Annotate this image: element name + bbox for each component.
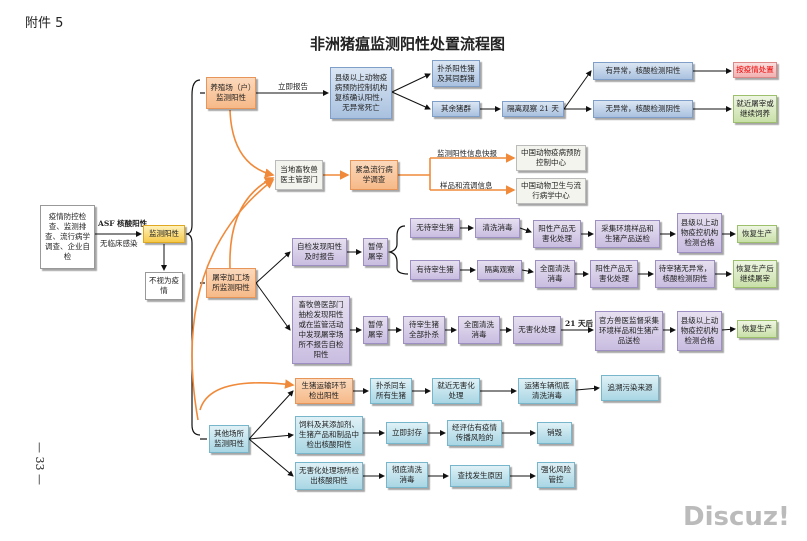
sample-box: 采集环境样品和生猪产品送检 [595,220,660,248]
pause2-box: 暂停屠宰 [363,316,388,344]
county-confirm-box: 县级以上动物疫病预防控制机构复核确认阳性，无异常死亡 [330,67,392,119]
asf-positive-label: ASF 核酸阳性 [98,219,148,228]
plant-clean-box: 彻底清洗消毒 [386,462,428,488]
inspection-found-box: 畜牧兽医部门抽检发现阳性或在监管活动中发现屠宰场所不报告自检阳性 [292,296,350,364]
trace-source-box: 追溯污染来源 [601,375,659,401]
watermark: Discuz! [683,502,790,532]
transport-positive-box: 生猪运输环节检出阳性 [295,378,353,404]
center1-box: 中国动物疫病预防控制中心 [516,145,586,171]
slaughter-or-raise-box: 就近屠宰或继续饲养 [733,95,777,123]
days-label: 21 天后 [565,319,594,328]
abattoir-positive-box: 屠宰加工场所监测阳性 [206,268,256,298]
harmless3-box: 无害化处理 [513,316,561,344]
isolate-box: 隔离观察 21 天 [502,101,564,117]
pass-box: 县级以上动物疫控机构检测合格 [677,213,722,253]
resume-box: 恢复生产 [737,225,777,243]
rest-herd-box: 其余猪群 [432,101,480,117]
page-title: 非洲猪瘟监测阳性处置流程图 [310,35,506,53]
epidemic-handle-box: 按疫情处置 [733,62,777,78]
transport-harmless-box: 就近无害化处理 [432,378,480,404]
negative-box: 待宰猪无异常，核酸检测阴性 [655,260,715,288]
resume3-box: 恢复生产 [737,320,777,338]
pass2-box: 县级以上动物疫控机构检测合格 [677,311,722,351]
vehicle-clean-box: 运猪车辆彻底清洗消毒 [518,378,576,404]
find-cause-box: 查找发生原因 [450,465,510,487]
seal-box: 立即封存 [386,422,428,444]
harmless-box: 阳性产品无害化处理 [533,220,581,248]
full-clean2-box: 全面清洗消毒 [458,316,500,344]
attachment-label: 附件 5 [25,16,64,31]
no-pigs-box: 无待宰生猪 [410,218,460,238]
resume-slaughter-box: 恢复生产后继续屠宰 [733,260,777,288]
has-pigs-box: 有待宰生猪 [410,260,460,280]
not-epidemic-box: 不视为疫情 [145,272,183,300]
feed-positive-box: 饲料及其添加剂、生猪产品和制品中检出核酸阳性 [295,416,363,454]
abnormal-box: 有异常，核酸检测阳性 [593,62,693,80]
farm-positive-box: 养殖场（户）监测阳性 [206,77,256,109]
full-clean-box: 全面清洗消毒 [535,260,575,288]
harmless2-box: 阳性产品无害化处理 [590,260,638,288]
info-report-label: 监测阳性信息快报 [437,149,497,158]
destroy-box: 销毁 [537,422,572,444]
observe-box: 隔离观察 [477,260,522,280]
epi-survey-box: 紧急流行病学调查 [350,160,398,190]
official-sample-box: 官方兽医监督采集环境样品和生猪产品送检 [595,311,663,351]
cull-all-box: 待宰生猪全部扑杀 [403,316,445,344]
clean-box: 清洗消毒 [475,218,520,238]
source-box: 疫情防控检查、监测排查、流行病学调查、企业自检 [40,205,95,269]
plant-positive-box: 无害化处理场所检出核酸阳性 [295,462,363,490]
normal-box: 无异常，核酸检测阴性 [593,100,693,118]
pause-box: 暂停屠宰 [363,238,388,266]
cull-vehicle-box: 扑杀同车所有生猪 [370,378,412,404]
other-positive-box: 其他场所监测阳性 [209,425,249,453]
local-dept-box: 当地畜牧兽医主管部门 [275,160,323,190]
risk-control-box: 强化风险管控 [537,462,575,488]
monitor-positive-box: 监测阳性 [143,225,185,243]
self-check-box: 自检发现阳性及时报告 [292,238,347,266]
sample-info-label: 样品和流调信息 [440,181,493,190]
report-label: 立即报告 [278,82,308,91]
center2-box: 中国动物卫生与流行病学中心 [516,178,586,204]
no-clinical-label: 无临床感染 [100,239,138,248]
cull-box: 扑杀阳性猪及其同群猪 [432,60,480,87]
assess-box: 经评估有疫情传播风险的 [447,420,502,446]
